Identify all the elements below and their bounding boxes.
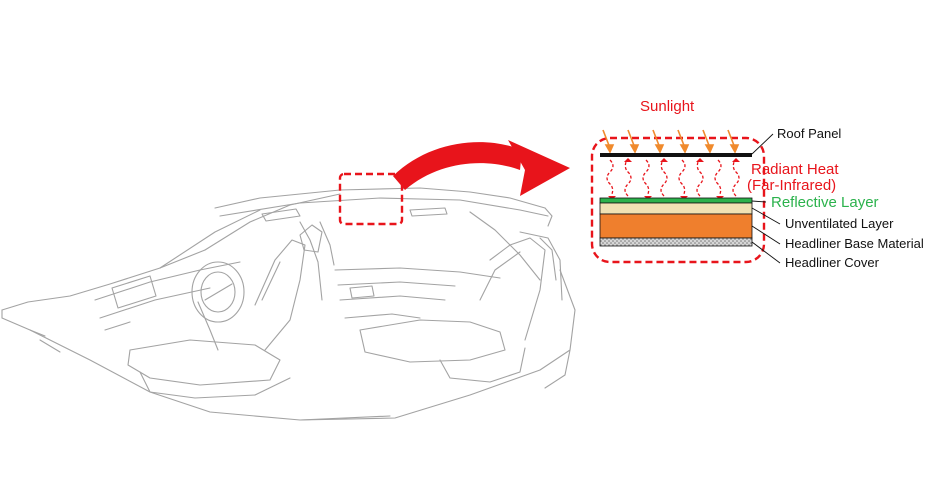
far-infrared-label: (Far-Infrared) bbox=[747, 177, 837, 194]
radiant-heat-arrows bbox=[606, 159, 740, 197]
car-line-drawing bbox=[1, 187, 576, 421]
sunlight-arrows bbox=[602, 129, 740, 154]
roof-panel-layer bbox=[600, 153, 752, 157]
roof-highlight-box bbox=[338, 172, 404, 226]
reflective-layer bbox=[599, 197, 753, 204]
unventilated-layer-label: Unventilated Layer bbox=[785, 216, 894, 231]
unventilated-layer bbox=[599, 202, 753, 215]
headliner-base-layer bbox=[599, 213, 753, 239]
headliner-cover-label: Headliner Cover bbox=[785, 255, 879, 270]
leader-lines bbox=[751, 133, 781, 264]
detail-dashed-frame bbox=[590, 136, 766, 264]
cross-section-detail bbox=[590, 129, 781, 264]
roof-panel-label: Roof Panel bbox=[777, 126, 842, 141]
headliner-cover-layer bbox=[599, 237, 753, 247]
sunlight-label: Sunlight bbox=[640, 98, 695, 115]
headliner-base-label: Headliner Base Material bbox=[785, 236, 924, 251]
reflective-layer-label: Reflective Layer bbox=[771, 194, 879, 211]
radiant-heat-label: Radiant Heat bbox=[751, 161, 839, 178]
zoom-arrow bbox=[393, 140, 570, 196]
